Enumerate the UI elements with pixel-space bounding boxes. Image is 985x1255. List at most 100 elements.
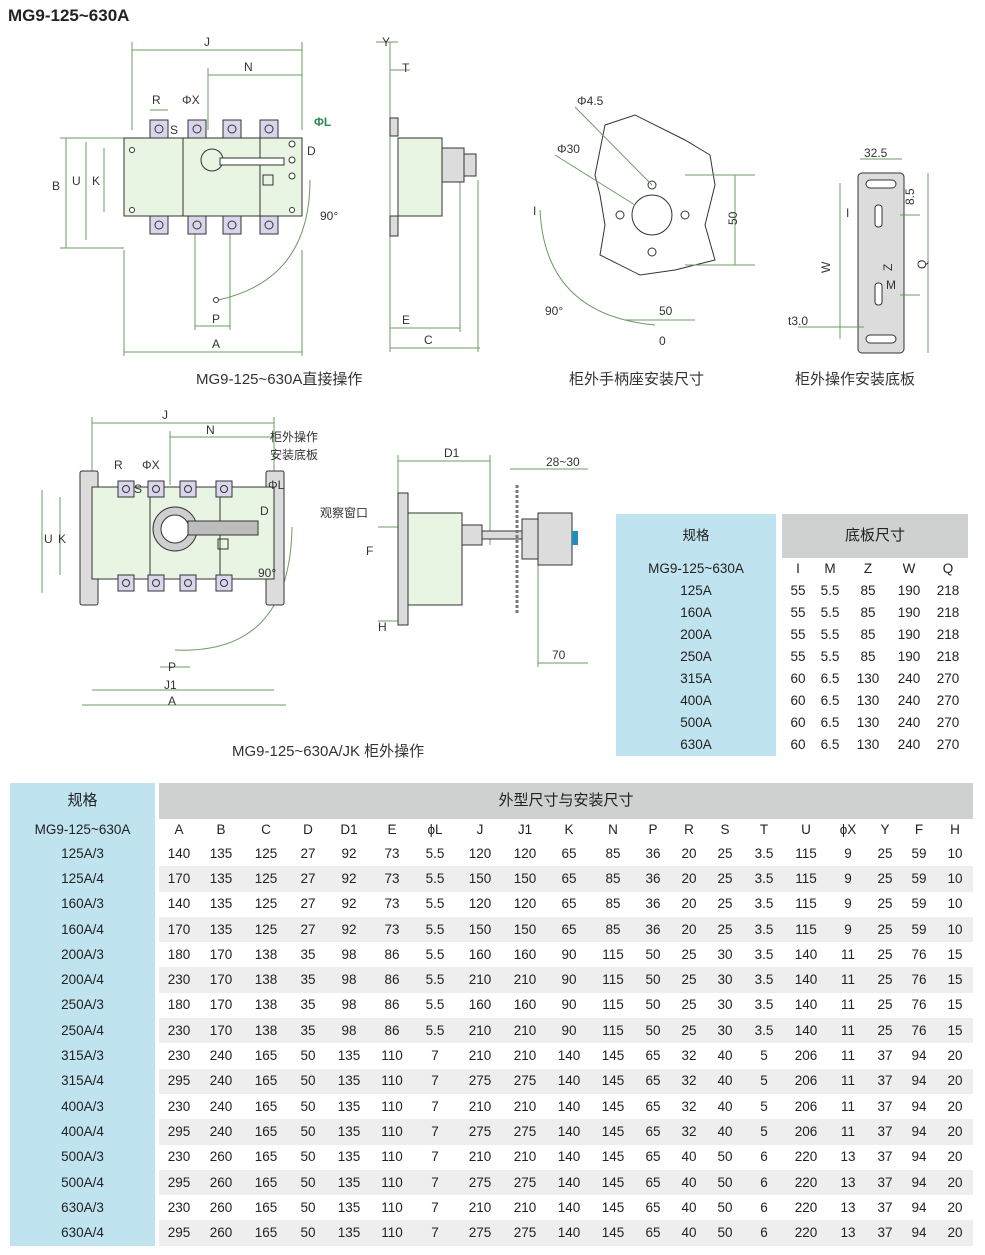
dim-cell: 220 — [794, 1199, 818, 1215]
plate-cell: 270 — [936, 737, 960, 752]
dim-cell: 50 — [300, 1098, 316, 1114]
dim-cell: 140 — [167, 896, 191, 912]
dim-cell: 73 — [371, 916, 413, 943]
dim-cell: 3.5 — [743, 866, 785, 892]
dim-cell: 11 — [840, 1048, 855, 1064]
dim-cell: 15 — [947, 997, 963, 1013]
plate-cell: 6.5 — [820, 693, 840, 708]
dim-cell: 210 — [457, 967, 503, 993]
dim-cell: 115 — [602, 946, 624, 962]
dim-cell: 20 — [937, 1169, 973, 1196]
dim-cell: 135 — [209, 845, 233, 861]
dim-cell: 50 — [635, 1018, 671, 1044]
dim-cell: 59 — [901, 866, 937, 892]
dim-cell: 6 — [743, 1220, 785, 1246]
plate-cell: 240 — [897, 671, 921, 686]
dim-cell: 120 — [513, 896, 537, 912]
dim-cell: 59 — [911, 896, 927, 912]
dim-cell: 170 — [199, 967, 243, 993]
dim-cell: 180 — [167, 946, 191, 962]
dim-cell: 275 — [503, 1220, 547, 1246]
dim-cell: 145 — [591, 1220, 635, 1246]
dim-cell: 50 — [717, 1149, 733, 1165]
plate-cell: 270 — [936, 671, 960, 686]
dim-cell: 20 — [937, 1220, 973, 1246]
dim-cell: 110 — [371, 1220, 413, 1246]
dim-cell: 94 — [901, 1220, 937, 1246]
dim-cell: 145 — [601, 1048, 625, 1064]
dim-cell: 165 — [243, 1169, 289, 1196]
dim-cell: 125 — [243, 916, 289, 943]
dim-cell: 170 — [159, 866, 199, 892]
dim-cell: 11 — [840, 997, 855, 1013]
dim-label-D-jk: D — [260, 504, 269, 518]
dim-cell: 85 — [591, 916, 635, 943]
dim-cell: 32 — [671, 1119, 707, 1145]
dim-cell: 135 — [337, 1048, 361, 1064]
jk-side-drawing: D1 28~30 观察窗口 F H 70 — [320, 446, 588, 667]
dim-row-spec: 400A/4 — [10, 1119, 155, 1145]
dim-cell: 25 — [869, 866, 901, 892]
dim-col-header: N — [608, 822, 618, 837]
dim-cell: 140 — [167, 845, 191, 861]
dim-cell: 206 — [785, 1068, 827, 1094]
dim-cell: 90 — [547, 1018, 591, 1044]
dim-cell: 230 — [167, 1048, 191, 1064]
dim-col-header: D — [303, 822, 313, 837]
dim-cell: 40 — [717, 1048, 733, 1064]
dim-cell: 240 — [199, 1068, 243, 1094]
dim-cell: 170 — [199, 1018, 243, 1044]
big-model-cell: MG9-125~630A — [10, 819, 155, 841]
dim-label-phi45: Φ4.5 — [577, 94, 604, 108]
dim-cell: 85 — [605, 896, 621, 912]
dim-label-E: E — [402, 313, 410, 327]
dim-label-T: T — [402, 61, 410, 75]
small-col-header: M — [824, 561, 836, 576]
dim-cell: 20 — [681, 896, 697, 912]
dim-cell: 295 — [159, 1119, 199, 1145]
dim-cell: 135 — [209, 896, 233, 912]
dim-cell: 7 — [431, 1199, 439, 1215]
dim-cell: 9 — [827, 866, 869, 892]
dim-label-90-jk: 90° — [258, 566, 276, 580]
dim-cell: 27 — [289, 916, 327, 943]
jk-front-drawing: J N R ΦX S ΦL D U K 90° P J1 A 柜外操作 安装底板 — [41, 408, 318, 708]
dim-row-spec: 630A/4 — [10, 1220, 155, 1246]
dim-cell: 135 — [337, 1098, 361, 1114]
dim-cell: 32 — [681, 1048, 697, 1064]
dim-cell: 25 — [869, 967, 901, 993]
dim-cell: 210 — [468, 1048, 492, 1064]
dim-cell: 110 — [381, 1149, 403, 1165]
plate-row-spec: 500A — [616, 712, 776, 734]
dim-cell: 3.5 — [743, 967, 785, 993]
dim-cell: 73 — [371, 866, 413, 892]
caption-jk: MG9-125~630A/JK 柜外操作 — [232, 743, 425, 760]
dim-cell: 36 — [645, 845, 661, 861]
plate-row-spec: 315A — [616, 668, 776, 690]
dim-cell: 275 — [503, 1068, 547, 1094]
dim-cell: 145 — [601, 1199, 625, 1215]
dim-cell: 59 — [911, 845, 927, 861]
dim-cell: 140 — [547, 1119, 591, 1145]
dim-cell: 50 — [707, 1220, 743, 1246]
dim-cell: 5.5 — [425, 896, 445, 912]
dim-label-F: F — [366, 544, 373, 558]
dim-cell: 98 — [327, 967, 371, 993]
dim-col-header: R — [684, 822, 694, 837]
dim-cell: 206 — [785, 1119, 827, 1145]
dim-cell: 140 — [557, 1199, 581, 1215]
dim-label-t3: t3.0 — [788, 314, 808, 328]
dim-row-spec: 630A/3 — [10, 1195, 155, 1221]
dim-cell: 240 — [209, 1048, 233, 1064]
dim-col-header: F — [914, 822, 924, 837]
dim-cell: 260 — [209, 1199, 233, 1215]
front-view-drawing: J N R ΦX ΦL S D B U K 90° P A — [52, 35, 338, 356]
dim-cell: 40 — [681, 1149, 697, 1165]
dim-cell: 230 — [167, 1098, 191, 1114]
